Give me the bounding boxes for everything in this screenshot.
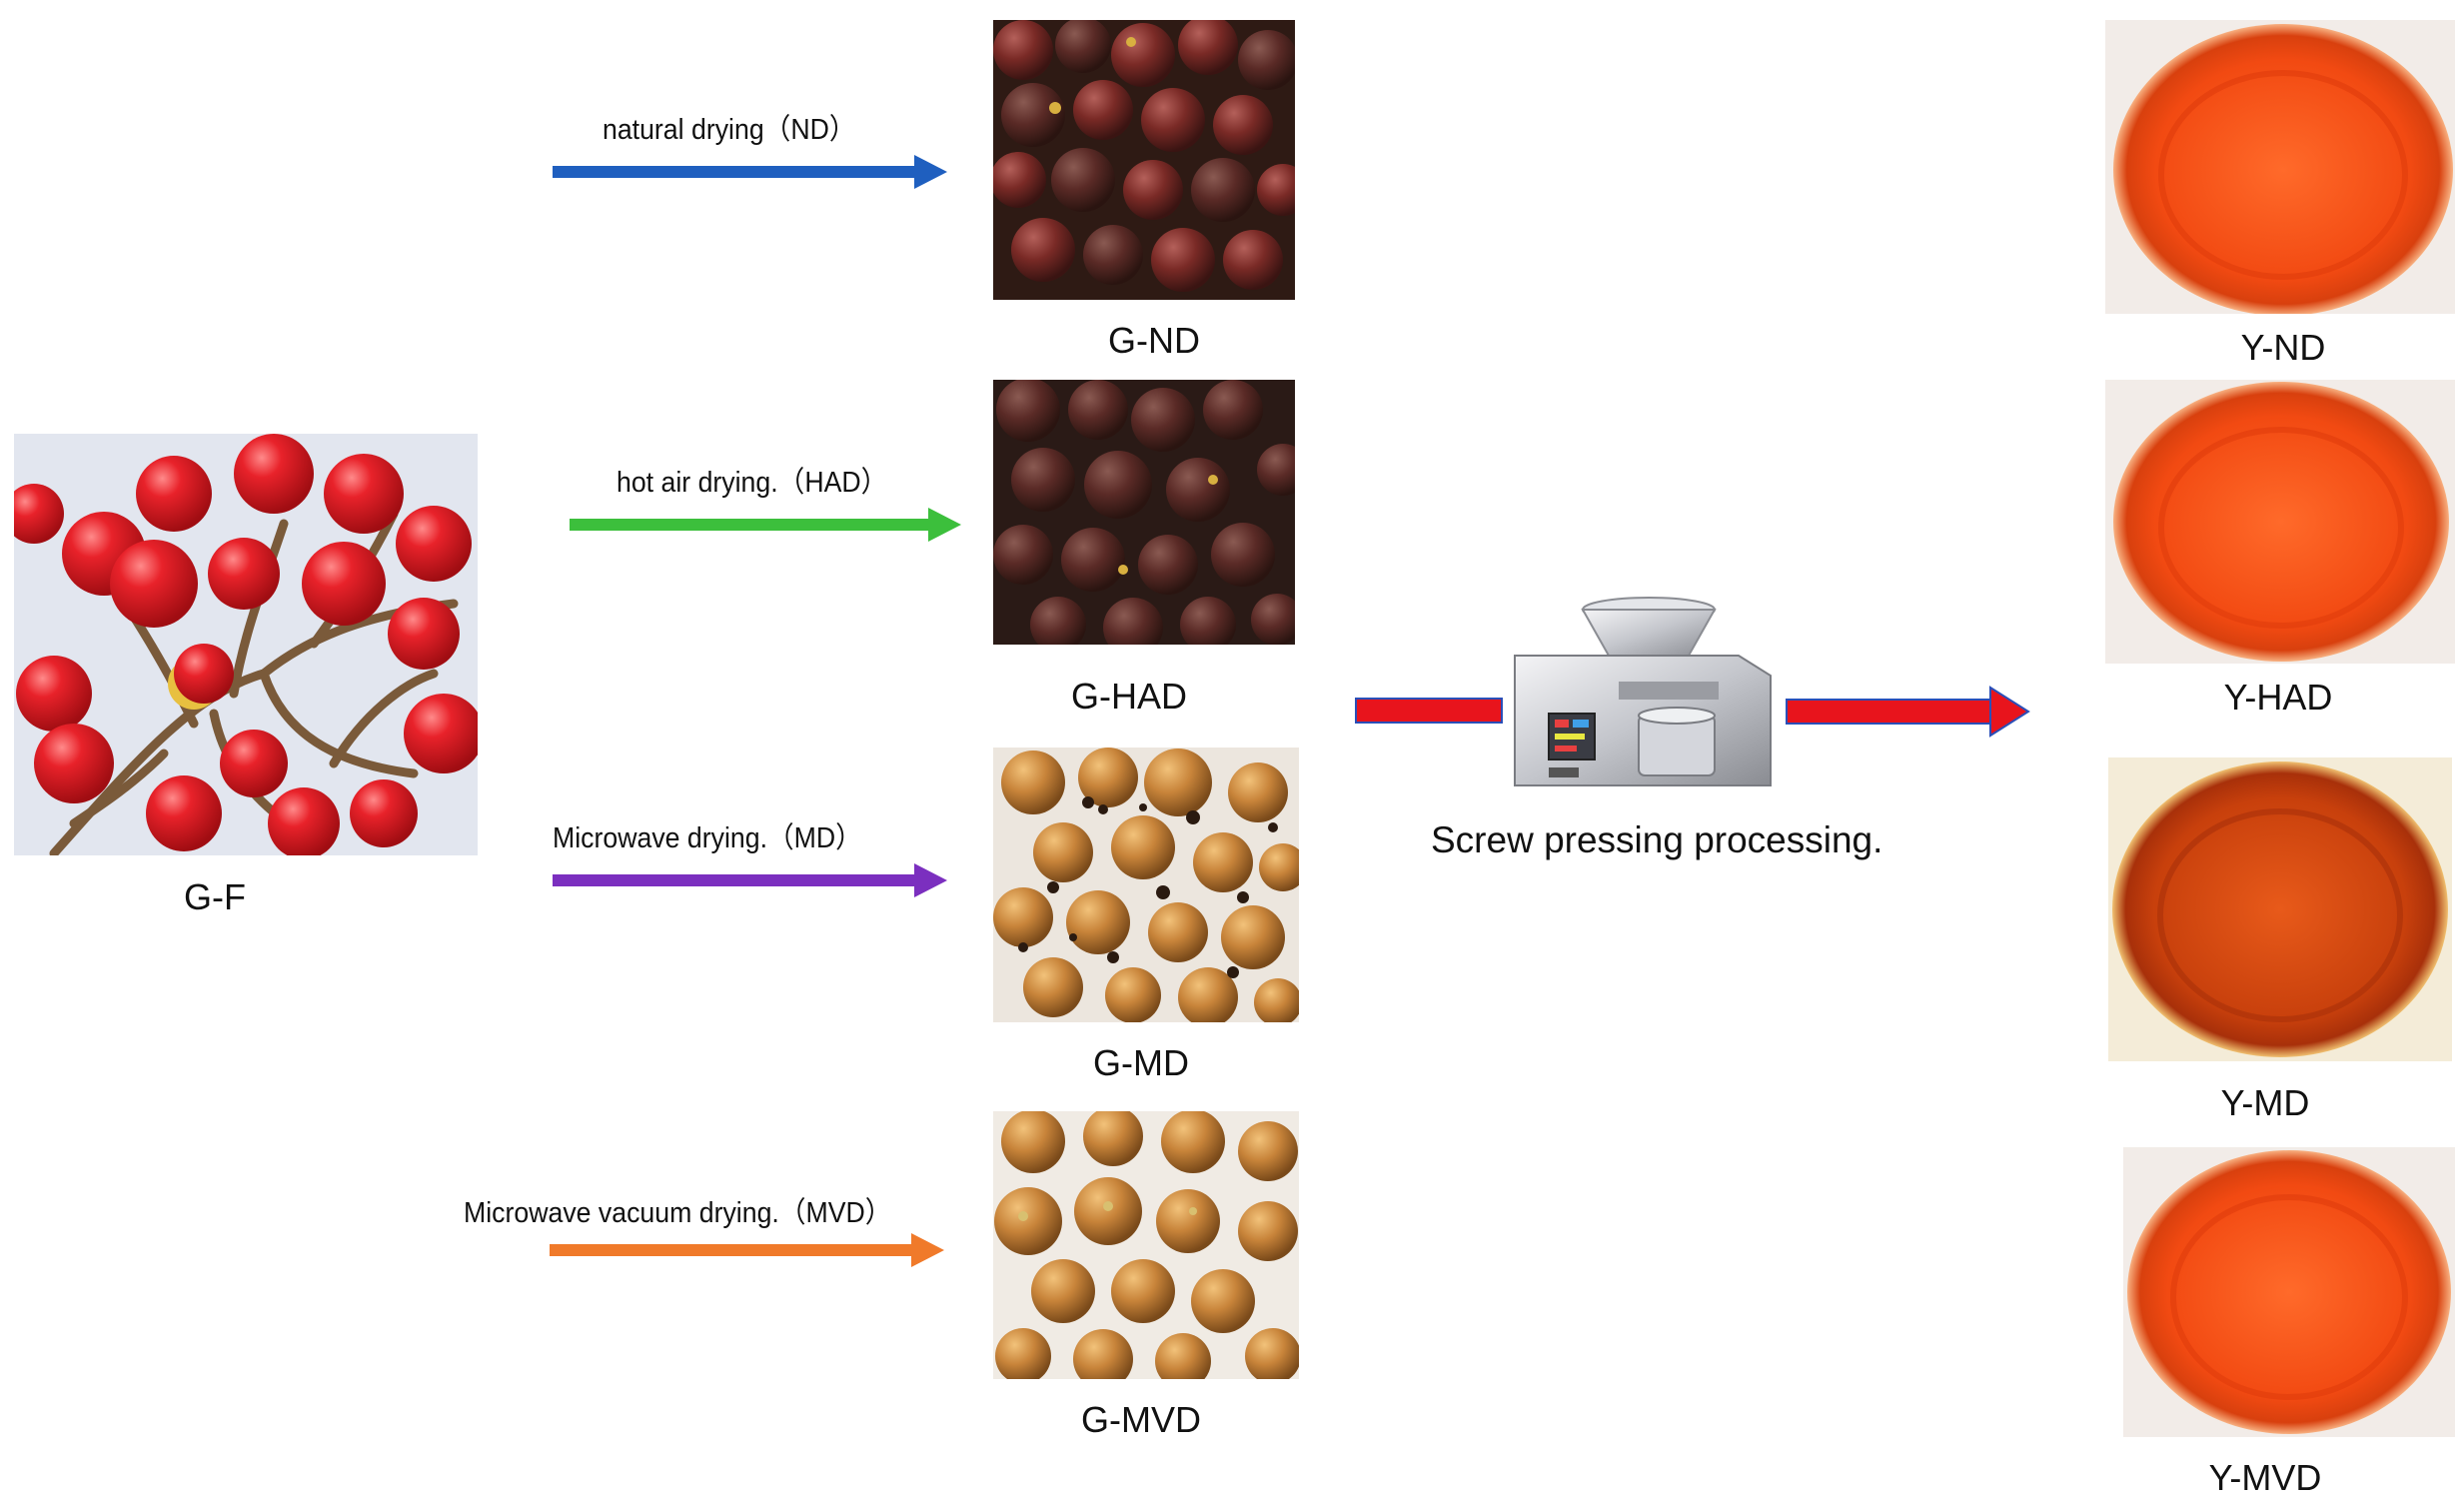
arrow-md	[553, 863, 947, 897]
dried-label-had: G-HAD	[1071, 676, 1187, 717]
fresh-berries-photo	[14, 434, 478, 855]
fresh-label: G-F	[184, 876, 246, 917]
oil-photo-mvd	[2123, 1147, 2455, 1437]
arrow-mvd	[550, 1233, 944, 1267]
dried-label-mvd: G-MVD	[1081, 1399, 1201, 1440]
dried-photo-md	[993, 748, 1299, 1022]
oil-photo-had	[2105, 380, 2455, 664]
method-label-nd: natural drying（ND）	[603, 114, 856, 146]
dried-photo-nd	[993, 20, 1295, 300]
dried-berries-photo-icon	[993, 20, 1295, 300]
dried-photo-had	[993, 380, 1295, 645]
press-in-arrow	[1355, 698, 1503, 724]
arrow-nd	[553, 155, 947, 189]
oil-dish-photo-icon	[2108, 757, 2452, 1061]
oil-dish-photo-icon	[2105, 20, 2455, 314]
dried-berries-photo-icon	[993, 1111, 1299, 1379]
red-berries-photo-icon	[14, 434, 478, 855]
arrow-had	[570, 508, 961, 542]
screw-press-machine	[1509, 596, 1777, 795]
dried-label-md: G-MD	[1093, 1042, 1189, 1083]
dried-berries-photo-icon	[993, 748, 1299, 1022]
dried-photo-mvd	[993, 1111, 1299, 1379]
method-label-md: Microwave drying.（MD）	[553, 822, 862, 854]
method-label-had: hot air drying.（HAD）	[616, 467, 888, 499]
dried-label-nd: G-ND	[1108, 320, 1200, 361]
oil-dish-photo-icon	[2105, 380, 2455, 664]
oil-label-mvd: Y-MVD	[2208, 1457, 2322, 1498]
oil-photo-nd	[2105, 20, 2455, 314]
oil-dish-photo-icon	[2123, 1147, 2455, 1437]
oil-label-md: Y-MD	[2220, 1082, 2310, 1123]
screw-oil-press-machine-icon	[1514, 597, 1772, 786]
method-label-mvd: Microwave vacuum drying.（MVD）	[464, 1197, 892, 1229]
press-label: Screw pressing processing.	[1431, 819, 1883, 860]
press-out-arrow	[1786, 686, 2030, 738]
oil-photo-md	[2108, 757, 2452, 1061]
oil-label-had: Y-HAD	[2223, 677, 2333, 718]
oil-label-nd: Y-ND	[2240, 327, 2326, 368]
dried-berries-photo-icon	[993, 380, 1295, 645]
